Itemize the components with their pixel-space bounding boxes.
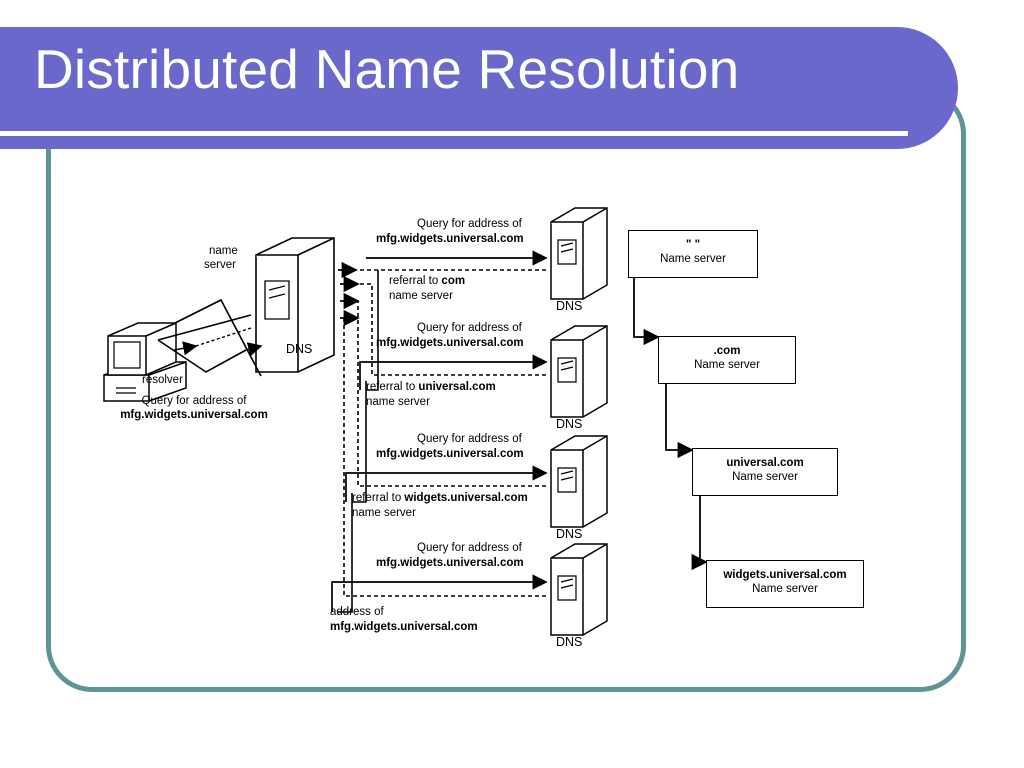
resolver-label: resolver: [142, 374, 183, 386]
remote-server-tower-icon-1: [550, 207, 608, 300]
exchange-1-query-line1: Query for address of: [417, 218, 522, 230]
exchange-1-reply-prefix: referral to: [389, 275, 442, 287]
exchange-4-dns-label: DNS: [556, 635, 583, 649]
exchange-4-query-line2: mfg.widgets.universal.com: [376, 557, 524, 569]
diagram-canvas: [103, 207, 708, 636]
exchange-3-query-line1: Query for address of: [417, 433, 522, 445]
exchange-2-reply-line1: referral to universal.com: [366, 381, 496, 395]
local-name-server-label-line1: name: [209, 245, 238, 257]
exchange-3-query-line2: mfg.widgets.universal.com: [376, 448, 524, 460]
dns-resolution-diagram: resolver Query for address of mfg.widget…: [46, 150, 966, 690]
title-banner: [0, 27, 958, 149]
title-underline-rule: [0, 131, 908, 136]
resolver-query-line1: Query for address of: [141, 395, 247, 407]
hierarchy-box-universal-zone: universal.com: [726, 457, 804, 469]
hierarchy-box-com-zone: .com: [713, 345, 741, 357]
hierarchy-box-widgets-zone: widgets.universal.com: [723, 569, 847, 581]
page-title: Distributed Name Resolution: [34, 38, 740, 100]
hierarchy-box-widgets-role: Name server: [752, 583, 818, 595]
hierarchy-box-root-role: Name server: [660, 253, 726, 265]
exchange-2-query-line2: mfg.widgets.universal.com: [376, 337, 524, 349]
exchange-1-reply-line2: name server: [389, 290, 453, 302]
hierarchy-box-com-role: Name server: [694, 359, 760, 371]
exchange-1-dns-label: DNS: [556, 299, 583, 313]
local-name-server-dns-label: DNS: [286, 342, 313, 356]
exchange-4-reply-line2: mfg.widgets.universal.com: [330, 621, 478, 633]
hierarchy-box-universal-role: Name server: [732, 471, 798, 483]
exchange-3-dns-label: DNS: [556, 527, 583, 541]
exchange-3-reply-bold: widgets.universal.com: [404, 492, 528, 504]
hierarchy-box-root[interactable]: " " Name server: [628, 230, 758, 278]
exchange-2-dns-label: DNS: [556, 417, 583, 431]
exchange-2-query-line1: Query for address of: [417, 322, 522, 334]
hierarchy-box-root-zone: " ": [685, 239, 701, 251]
hierarchy-box-widgets[interactable]: widgets.universal.com Name server: [706, 560, 864, 608]
exchange-1-reply-line1: referral to com: [389, 275, 465, 289]
exchange-1-reply-bold: com: [441, 275, 466, 287]
local-name-server-label-line2: server: [204, 259, 236, 271]
local-server-tower-icon: [255, 237, 335, 373]
hierarchy-box-universal[interactable]: universal.com Name server: [692, 448, 838, 496]
exchange-3-reply-line2: name server: [352, 507, 416, 519]
exchange-3-reply-prefix: referral to: [352, 492, 405, 504]
exchange-3-reply-line1: referral to widgets.universal.com: [352, 492, 528, 506]
exchange-1-query-line2: mfg.widgets.universal.com: [376, 233, 524, 245]
remote-server-tower-icon-3: [550, 435, 608, 528]
exchange-4-reply-line1: address of: [330, 606, 384, 618]
workstation-icon: [103, 322, 187, 402]
hierarchy-box-com[interactable]: .com Name server: [658, 336, 796, 384]
exchange-4-query-line1: Query for address of: [417, 542, 522, 554]
exchange-2-reply-prefix: referral to: [366, 381, 419, 393]
exchange-2-reply-line2: name server: [366, 396, 430, 408]
resolver-query-line2: mfg.widgets.universal.com: [120, 409, 268, 421]
remote-server-tower-icon-2: [550, 325, 608, 418]
exchange-2-reply-bold: universal.com: [418, 381, 496, 393]
remote-server-tower-icon-4: [550, 543, 608, 636]
